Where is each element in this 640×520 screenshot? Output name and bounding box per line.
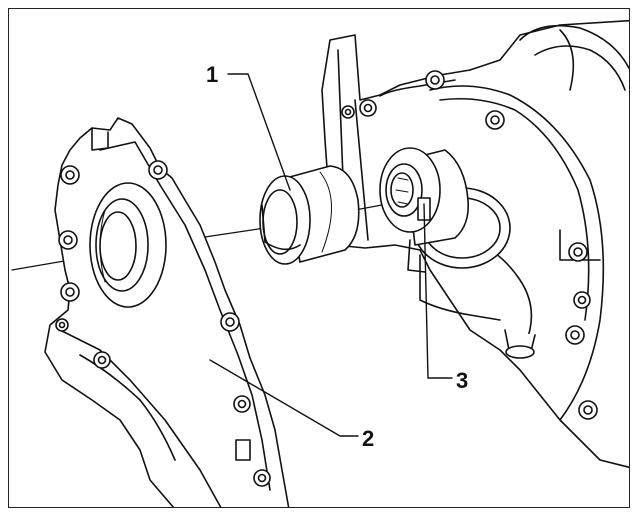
callout-2: 2 [362, 426, 374, 451]
callout-1: 1 [206, 62, 218, 87]
leader-3 [423, 203, 453, 379]
leader-1 [227, 73, 291, 191]
leader-lines [209, 73, 453, 437]
timing-cover [44, 117, 290, 507]
callout-3: 3 [456, 368, 468, 393]
leader-2 [209, 359, 359, 437]
block-bolt-holes [341, 70, 598, 420]
cover-bolt-holes [55, 160, 271, 487]
seal-installer-sleeve [259, 165, 360, 265]
